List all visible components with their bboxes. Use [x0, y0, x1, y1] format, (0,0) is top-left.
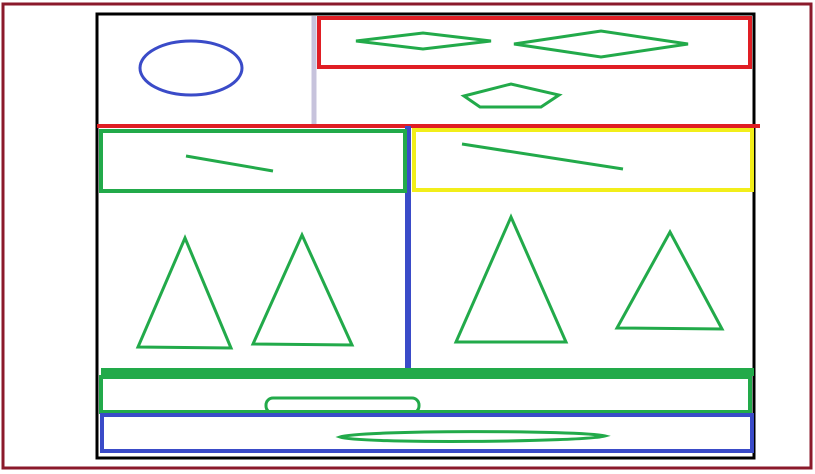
triangle-3	[453, 213, 569, 344]
triangle-1	[135, 234, 234, 350]
rounded-bar-bottom	[335, 430, 611, 443]
diamond-left	[355, 31, 492, 51]
red-box	[317, 16, 752, 69]
blue-ellipse	[138, 39, 244, 97]
triangle-2	[250, 231, 355, 347]
green-pentagon	[460, 82, 563, 109]
diamond-right	[513, 29, 689, 59]
blue-bottom-box	[100, 413, 754, 453]
green-line-left	[185, 154, 274, 173]
main-frame	[95, 12, 756, 460]
triangle-4	[614, 228, 725, 331]
green-box	[99, 129, 407, 193]
green-bottom-box	[99, 375, 752, 414]
green-line-right	[461, 142, 624, 171]
yellow-box	[412, 128, 754, 192]
